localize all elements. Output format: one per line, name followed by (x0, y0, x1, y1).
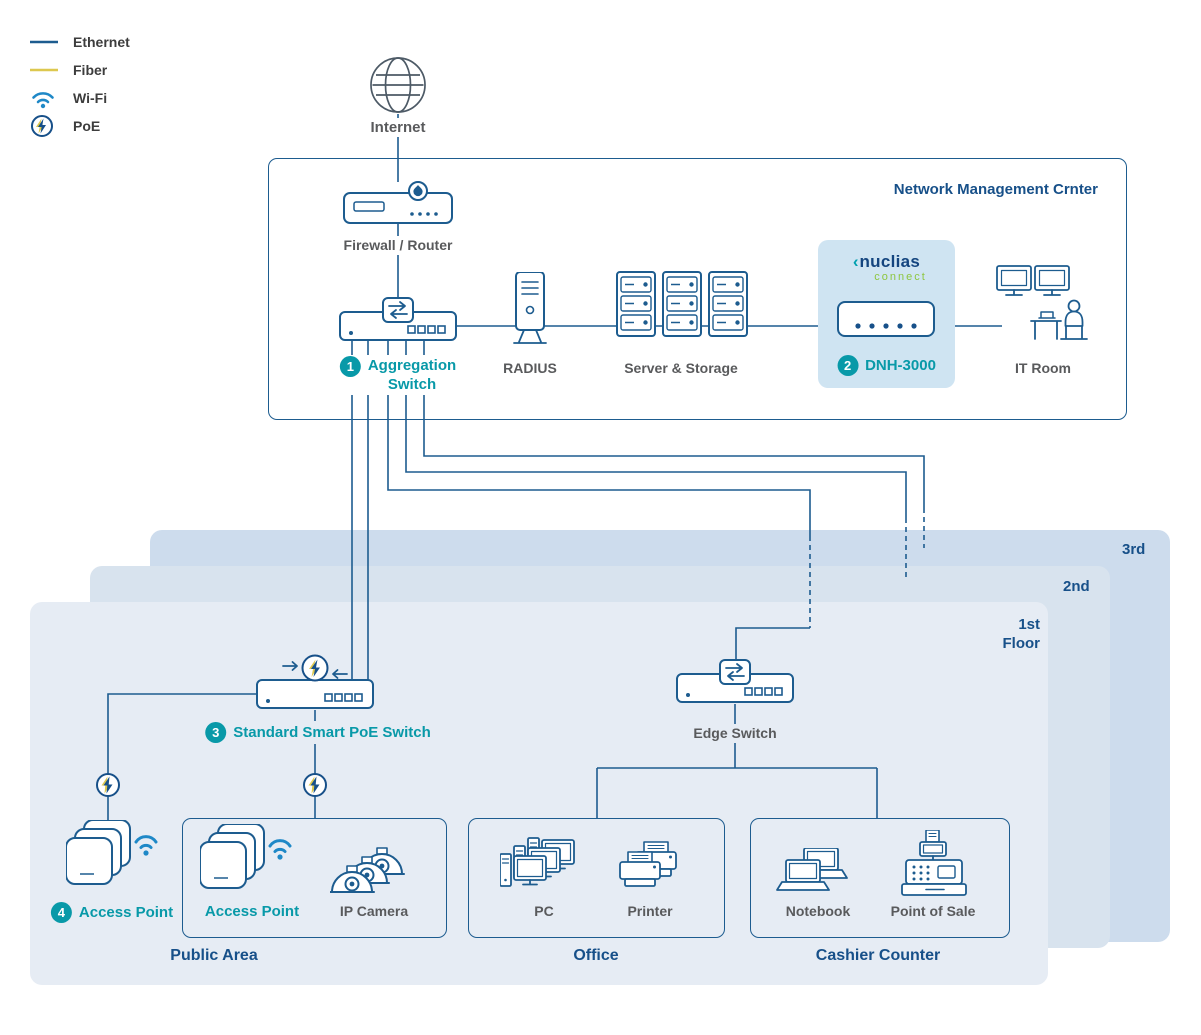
ethernet-line-icon (30, 40, 62, 44)
fiber-line-icon (30, 68, 62, 72)
poe-switch-icon (255, 654, 375, 712)
dnh-3000-device-icon (836, 298, 936, 340)
edge-switch-icon (675, 658, 795, 706)
cashier-counter-box (750, 818, 1010, 938)
it-room-label: IT Room (1015, 360, 1071, 376)
aggregation-label-line2: Switch (387, 376, 437, 393)
notebook-icon (776, 847, 864, 898)
printer-label: Printer (627, 903, 673, 919)
legend-row-ethernet: Ethernet (30, 28, 130, 56)
poe-switch-label-text: Standard Smart PoE Switch (233, 724, 431, 741)
floor-label-1st-line2: Floor (1002, 635, 1041, 652)
legend-row-fiber: Fiber (30, 56, 130, 84)
legend-label: Wi-Fi (73, 90, 108, 106)
pc-icon (499, 834, 592, 904)
office-title: Office (573, 947, 619, 964)
badge-3: 3 (205, 722, 227, 743)
aggregation-switch-label: 1 Aggregation Switch (333, 355, 463, 395)
internet-globe-icon (368, 54, 428, 116)
access-point-label-text: Access Point (78, 904, 174, 921)
access-point-icon (199, 823, 296, 910)
public-area-box (182, 818, 447, 938)
nuclias-logo-text: nuclias (859, 252, 921, 271)
firewall-router-label: Firewall / Router (337, 236, 459, 255)
radius-server-icon (508, 271, 552, 346)
legend: Ethernet Fiber Wi-Fi (30, 28, 130, 140)
server-storage-label: Server & Storage (624, 360, 738, 376)
badge-4: 4 (50, 902, 72, 923)
floor-panel-1st (30, 602, 1048, 985)
poe-icon (95, 772, 121, 798)
floor-label-1st: 1st Floor (988, 615, 1041, 653)
nmc-title: Network Management Crnter (893, 181, 1098, 198)
access-point-label: 4 Access Point (50, 902, 174, 923)
public-area-title: Public Area (170, 947, 258, 964)
dnh-3000-label-text: DNH-3000 (865, 357, 936, 374)
poe-switch-label: 3 Standard Smart PoE Switch (199, 721, 437, 744)
edge-switch-label: Edge Switch (687, 724, 783, 743)
point-of-sale-icon (900, 829, 970, 900)
dnh-3000-panel: ‹nuclias connect 2 DNH-3000 (818, 240, 955, 388)
cashier-counter-title: Cashier Counter (815, 947, 941, 964)
network-management-center-box: Network Management Crnter (268, 158, 1127, 420)
nuclias-connect-text: connect (874, 271, 927, 283)
access-point-icon (65, 819, 162, 906)
pc-label: PC (534, 903, 554, 919)
radius-label: RADIUS (503, 360, 557, 376)
dnh-3000-label: 2 DNH-3000 (837, 355, 936, 376)
wifi-icon (30, 87, 62, 109)
floor-label-2nd: 2nd (1063, 578, 1090, 595)
point-of-sale-label: Point of Sale (890, 903, 976, 919)
legend-row-wifi: Wi-Fi (30, 84, 130, 112)
poe-icon (30, 114, 62, 138)
legend-label: Fiber (73, 62, 108, 78)
aggregation-switch-icon (338, 296, 458, 344)
nuclias-logo-mark: ‹ (852, 252, 859, 271)
floor-label-3rd: 3rd (1122, 541, 1146, 558)
internet-label: Internet (364, 118, 432, 137)
nuclias-logo: ‹nuclias connect (818, 253, 955, 283)
server-storage-icon (615, 270, 749, 340)
notebook-label: Notebook (785, 903, 851, 919)
legend-label: PoE (73, 118, 101, 134)
firewall-router-icon (342, 181, 454, 227)
printer-icon (618, 840, 680, 898)
floor-label-1st-line1: 1st (1018, 616, 1040, 633)
aggregation-label-line1: Aggregation (367, 357, 457, 374)
ip-camera-label: IP Camera (339, 903, 409, 919)
badge-2: 2 (837, 355, 859, 376)
poe-icon (302, 772, 328, 798)
public-access-point-label: Access Point (204, 903, 300, 920)
legend-label: Ethernet (73, 34, 130, 50)
legend-row-poe: PoE (30, 112, 130, 140)
ip-camera-icon (329, 836, 408, 898)
it-room-icon (995, 264, 1095, 346)
office-box (468, 818, 725, 938)
badge-1: 1 (339, 356, 361, 377)
